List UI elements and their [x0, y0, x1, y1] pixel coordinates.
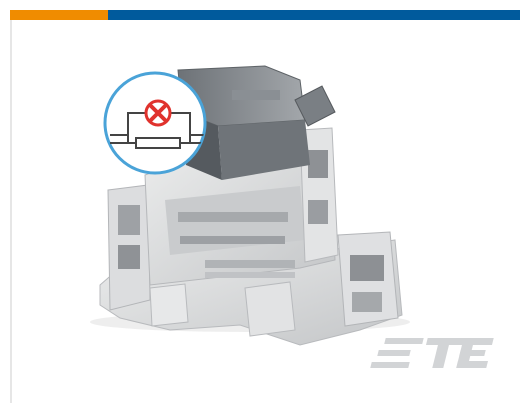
accent-bar-blue	[108, 10, 520, 20]
top-accent-bar	[10, 10, 520, 20]
fuse-indicator-lens	[103, 71, 207, 175]
te-logo	[370, 338, 494, 368]
left-divider	[10, 20, 12, 403]
accent-bar-orange	[10, 10, 108, 20]
led-indicator-icon	[144, 99, 172, 127]
